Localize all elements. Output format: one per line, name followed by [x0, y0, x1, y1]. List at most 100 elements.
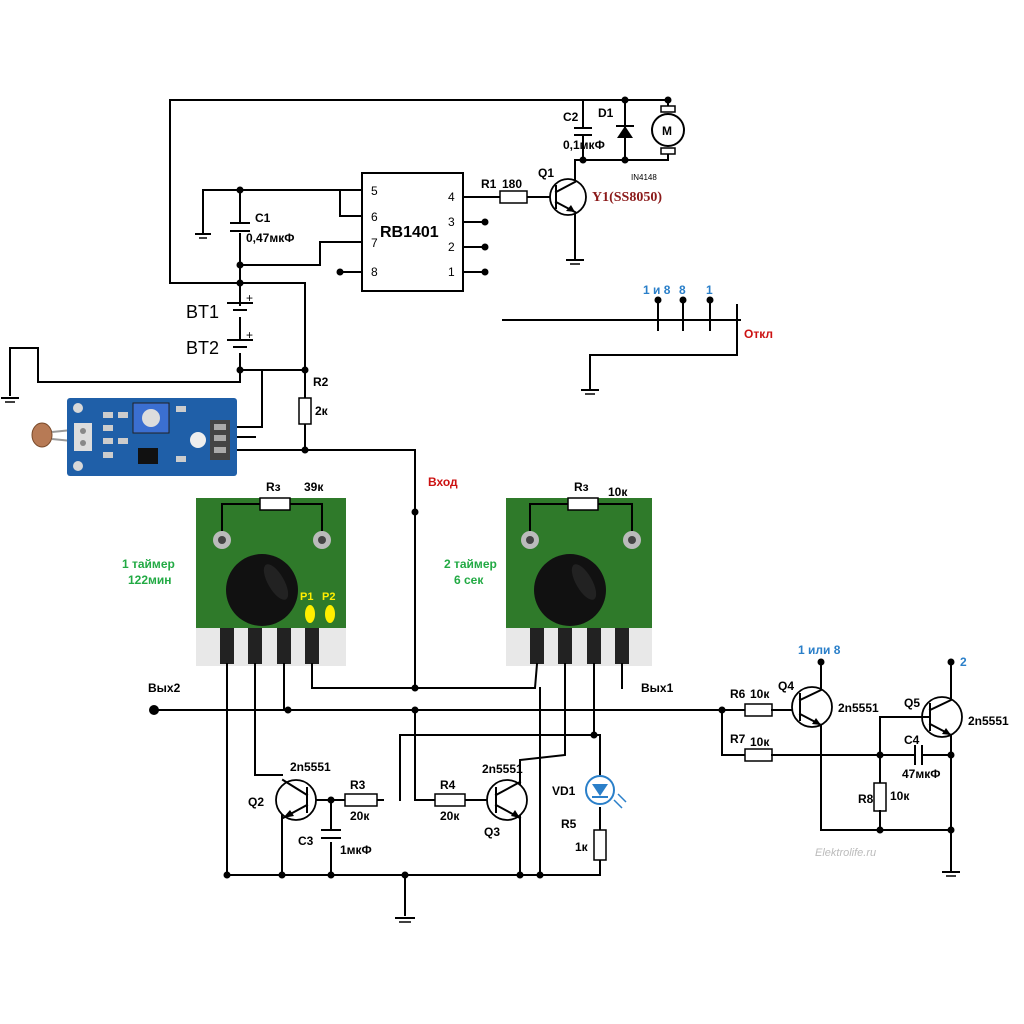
transistor-q2: 2n5551 Q2: [248, 760, 331, 821]
svg-text:+: +: [246, 328, 253, 342]
switch-label: 1: [706, 283, 713, 297]
component-ref: C3: [298, 834, 314, 848]
component-ref: Q4: [778, 679, 794, 693]
output-2-label: Вых2: [148, 681, 181, 695]
switch-label: 1 и 8: [643, 283, 671, 297]
component-ref: C4: [904, 733, 920, 747]
ic-pin: 5: [371, 184, 378, 198]
timer-module-1: P1 P2: [196, 498, 346, 666]
capacitor-c3: C3 1мкФ: [298, 829, 372, 857]
component-value: 10к: [890, 789, 910, 803]
capacitor-c1: C1 0,47мкФ: [230, 211, 294, 245]
component-value: 180: [502, 177, 522, 191]
resistor-r6: R6 10к: [730, 687, 796, 717]
output-1-label: Вых1: [641, 681, 674, 695]
component-ref: BT2: [186, 338, 219, 358]
ground-symbol: [395, 917, 415, 923]
led-vd1: VD1: [552, 775, 627, 809]
resistor-r1: R1 180: [481, 177, 528, 204]
component-value: 47мкФ: [902, 767, 940, 781]
ic-pin: 6: [371, 210, 378, 224]
component-value: 0,47мкФ: [246, 231, 294, 245]
component-part: Y1(SS8050): [592, 190, 662, 205]
transistor-q5: Q5 2n5551 2: [879, 655, 1009, 871]
resistor-r7: R7 10к: [730, 732, 916, 762]
q5-pin-label: 2: [960, 655, 967, 669]
ic-pin: 7: [371, 236, 378, 250]
input-label: Вход: [428, 475, 458, 489]
switch-label: 8: [679, 283, 686, 297]
component-ref: C1: [255, 211, 271, 225]
resistor-r5: R5 1к: [561, 817, 607, 861]
resistor-r8: R8 10к: [820, 751, 955, 834]
ic-pin: 3: [448, 215, 455, 229]
ic-pin: 2: [448, 240, 455, 254]
timer-1-title: 1 таймер: [122, 557, 175, 571]
component-ref: R2: [313, 375, 329, 389]
component-ref: C2: [563, 110, 579, 124]
component-value: 10к: [750, 735, 770, 749]
junction-dots-bottom: [149, 684, 726, 879]
component-value: 10к: [750, 687, 770, 701]
resistor-r4: R4 20к: [434, 778, 466, 823]
component-ref: Q1: [538, 166, 554, 180]
motor-icon: M: [651, 105, 685, 155]
component-ref: R6: [730, 687, 746, 701]
component-ref: Q2: [248, 795, 264, 809]
motor-symbol: M: [662, 124, 672, 138]
svg-text:+: +: [246, 291, 253, 305]
q4-pin-label: 1 или 8: [798, 643, 841, 657]
component-ref: R4: [440, 778, 456, 792]
component-ref: R7: [730, 732, 746, 746]
capacitor-c4: C4 47мкФ: [902, 733, 952, 781]
jumper-label: P1: [300, 591, 313, 603]
ic-pin: 1: [448, 265, 455, 279]
ic-pin: 4: [448, 190, 455, 204]
component-part: IN4148: [631, 173, 657, 182]
rz-value: 10к: [608, 485, 628, 499]
transistor-q1: Q1 Y1(SS8050): [538, 166, 662, 216]
component-value: 2к: [315, 404, 329, 418]
jumper-label: P2: [322, 591, 335, 603]
component-ref: Q3: [484, 825, 500, 839]
resistor-r2: R2 2к: [298, 375, 329, 425]
component-part: 2n5551: [968, 714, 1009, 728]
component-ref: BT1: [186, 302, 219, 322]
ground-symbol: [1, 397, 19, 403]
transistor-q3: 2n5551 Q3: [482, 762, 528, 839]
component-value: 1к: [575, 840, 589, 854]
component-ref: R3: [350, 778, 366, 792]
timer-1-time: 122мин: [128, 573, 172, 587]
junction-dots: [236, 96, 672, 516]
diode-d1: D1 IN4148: [598, 106, 657, 182]
capacitor-c2: C2 0,1мкФ: [563, 110, 605, 152]
ground-symbol: [566, 259, 584, 265]
ic-rb1401: RB1401 5 6 7 8 4 3 2 1: [361, 172, 464, 292]
component-value: 20к: [440, 809, 460, 823]
timer-2-rz: Rз 10к: [529, 480, 633, 531]
timer-1-rz: Rз 39к: [221, 480, 324, 531]
rz-label: Rз: [574, 480, 589, 494]
ic-label: RB1401: [380, 224, 439, 241]
ground-symbol: [195, 233, 211, 239]
battery-bt1: + BT1: [186, 291, 253, 322]
component-part: 2n5551: [838, 701, 879, 715]
ic-pin: 8: [371, 265, 378, 279]
light-sensor-module: [31, 398, 237, 476]
component-part: 2n5551: [290, 760, 331, 774]
component-ref: R5: [561, 817, 577, 831]
ground-symbol: [942, 871, 960, 877]
component-value: 0,1мкФ: [563, 138, 605, 152]
timer-2-time: 6 сек: [454, 573, 484, 587]
transistor-q4: Q4 2n5551 1 или 8: [778, 643, 879, 831]
switch-diagram: 1 и 8 8 1 Откл: [502, 283, 773, 395]
timer-module-2: [506, 498, 652, 666]
resistor-r3: R3 20к: [344, 778, 378, 823]
rz-label: Rз: [266, 480, 281, 494]
component-ref: VD1: [552, 784, 576, 798]
component-ref: Q5: [904, 696, 920, 710]
component-value: 20к: [350, 809, 370, 823]
off-label: Откл: [744, 327, 773, 341]
timer-2-title: 2 таймер: [444, 557, 497, 571]
component-ref: R1: [481, 177, 497, 191]
